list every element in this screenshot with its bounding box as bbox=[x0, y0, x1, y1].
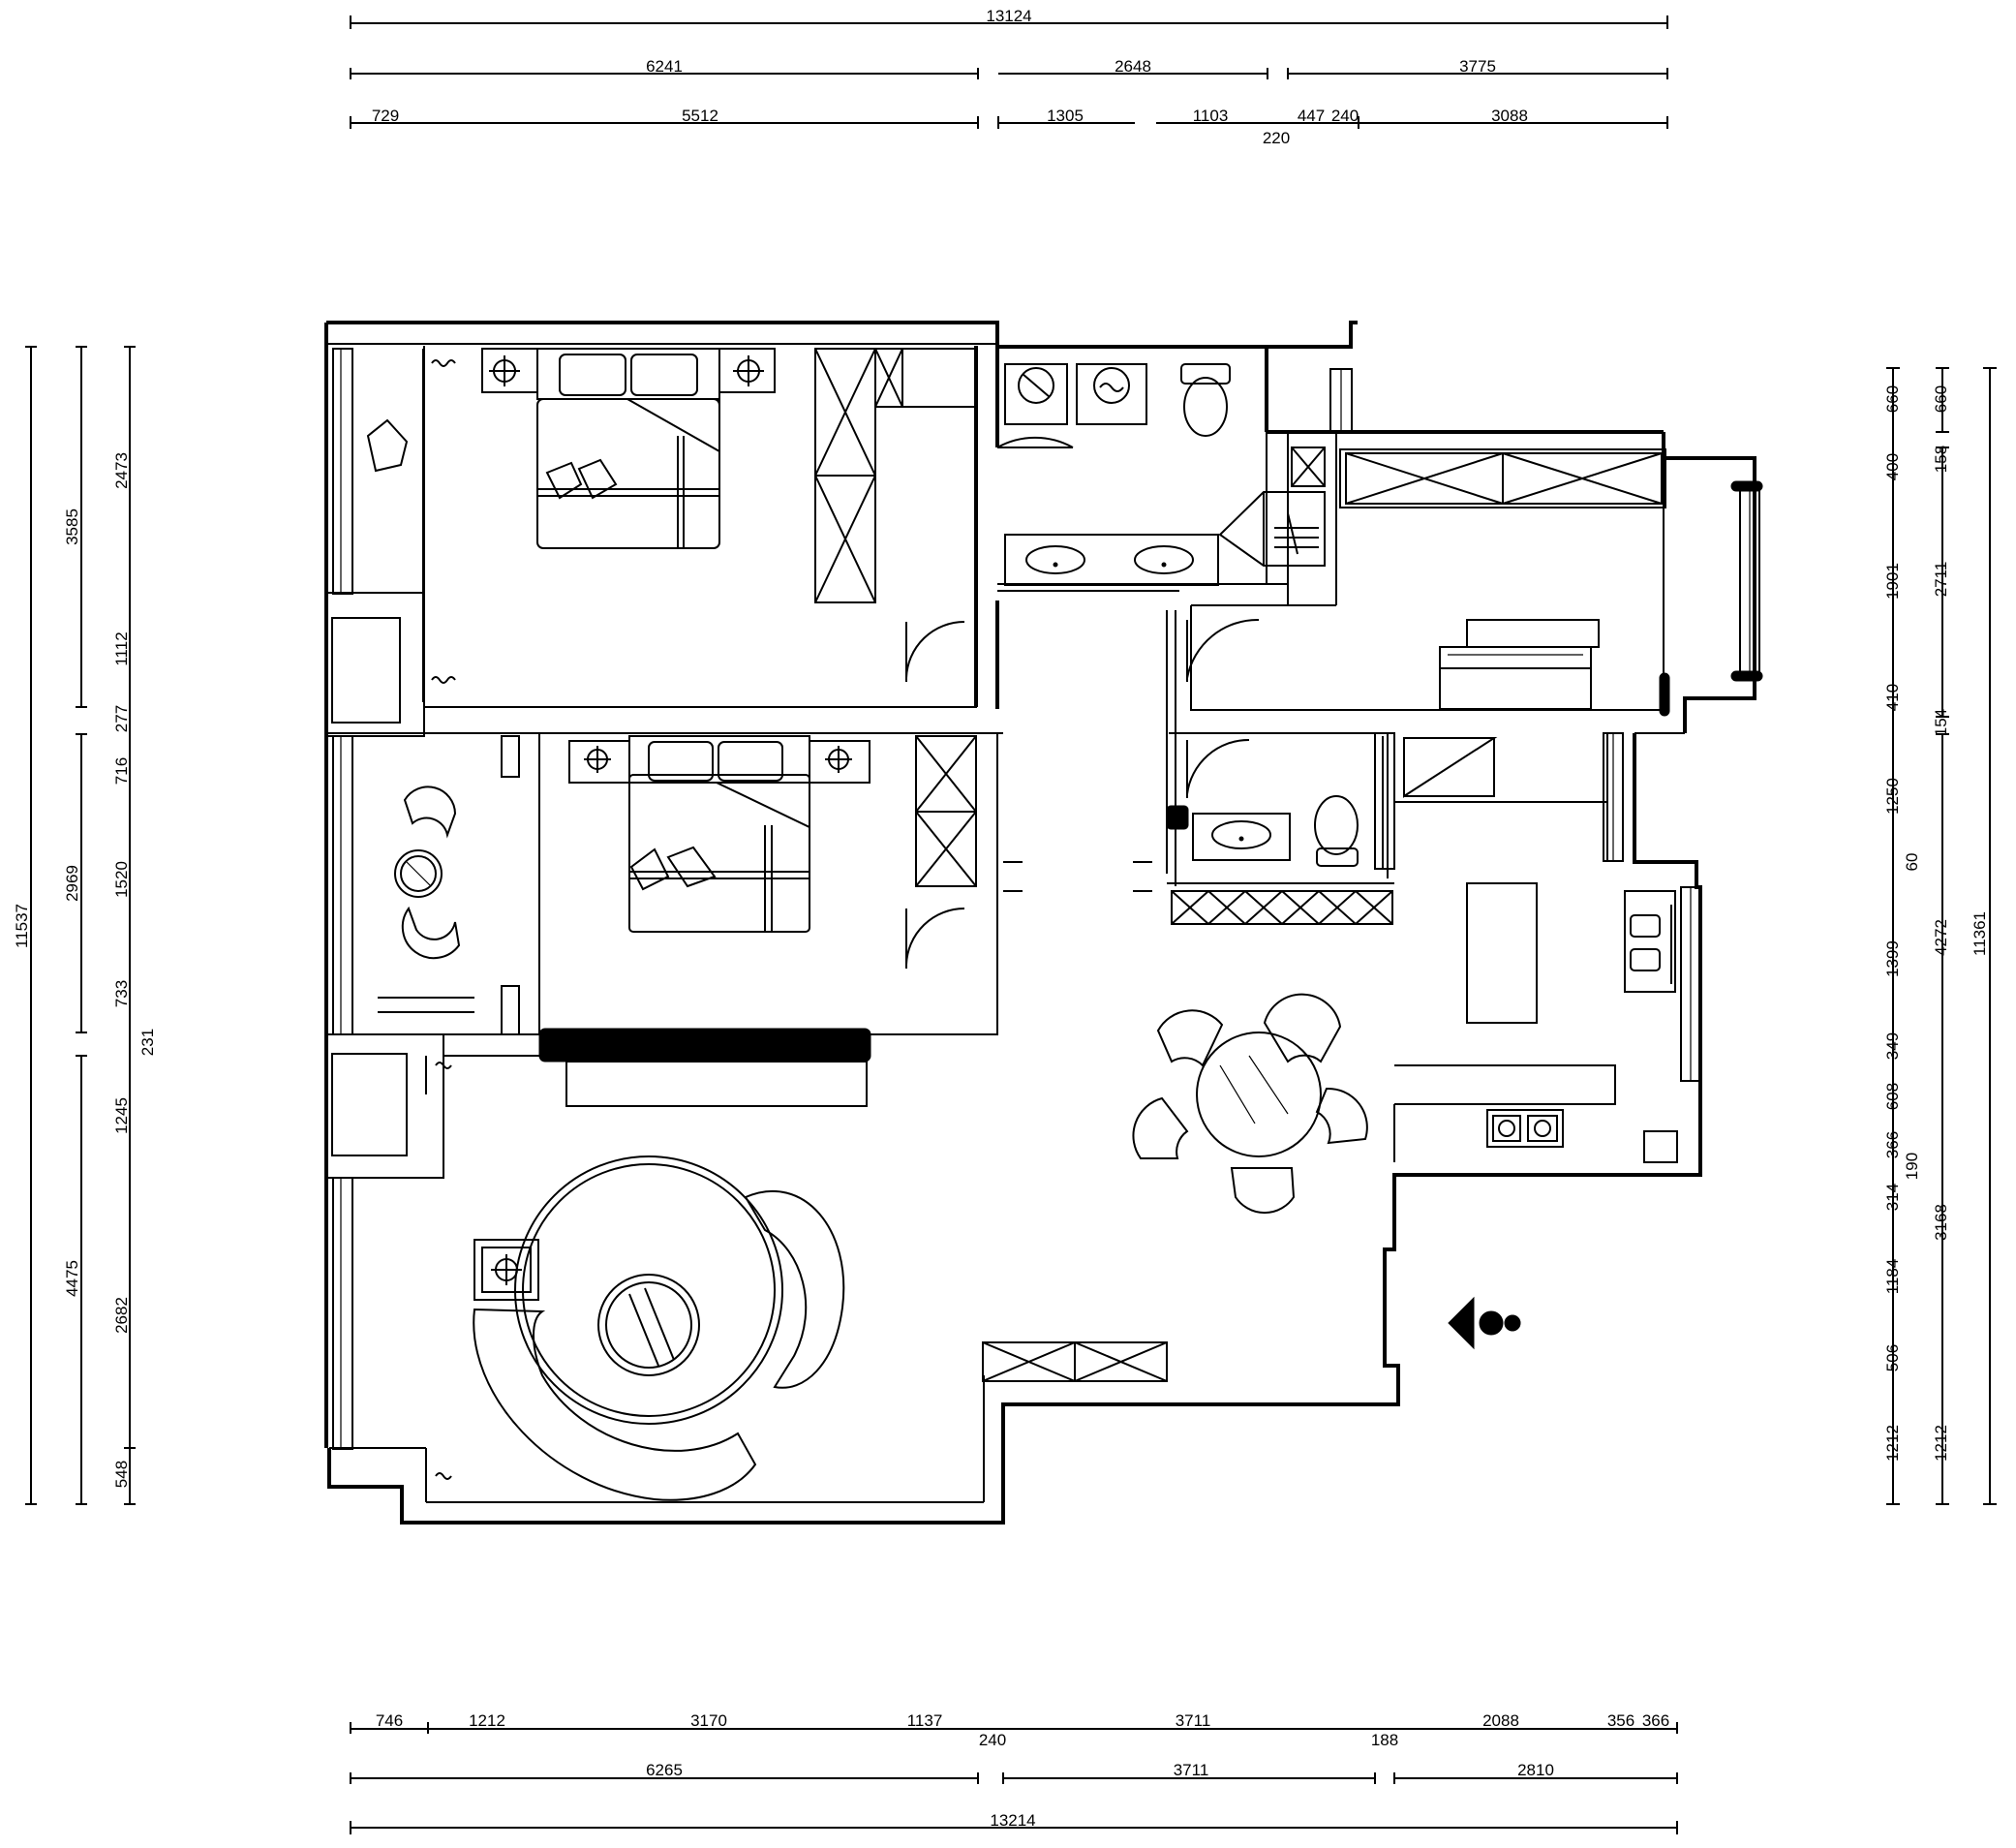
dim-right-660: 660 bbox=[1883, 385, 1902, 413]
dim-bot-3711b: 3711 bbox=[1174, 1761, 1209, 1779]
dim-right2-3168: 3168 bbox=[1932, 1204, 1950, 1241]
dim-top-220: 220 bbox=[1263, 129, 1290, 147]
dim-left-733: 733 bbox=[112, 980, 131, 1007]
dim-left-2473: 2473 bbox=[112, 452, 131, 489]
dim-right-366: 366 bbox=[1883, 1131, 1902, 1158]
dim-bot-1212: 1212 bbox=[469, 1711, 505, 1730]
dim-left-2682: 2682 bbox=[112, 1297, 131, 1334]
dining-set bbox=[1132, 993, 1368, 1215]
dim-right2-660: 660 bbox=[1932, 385, 1950, 413]
dim-right2-190: 190 bbox=[1903, 1153, 1921, 1180]
dim-left-3585: 3585 bbox=[63, 508, 81, 545]
dim-top-overall: 13124 bbox=[986, 7, 1031, 25]
dim-left-1112: 1112 bbox=[112, 631, 131, 665]
dim-right2-60: 60 bbox=[1903, 853, 1921, 872]
dim-right-506: 506 bbox=[1883, 1344, 1902, 1371]
dim-right2-158: 158 bbox=[1932, 446, 1950, 473]
left-dimensions: 11537 3585 2969 4475 2473 1112 277 716 1… bbox=[13, 346, 157, 1505]
dim-bot-366: 366 bbox=[1642, 1711, 1669, 1730]
dim-top-a: 6241 bbox=[646, 57, 683, 76]
dim-right-1212: 1212 bbox=[1883, 1425, 1902, 1462]
dim-right-1901: 1901 bbox=[1883, 563, 1902, 600]
dim-right-overall: 11361 bbox=[1970, 911, 1989, 956]
dim-left-2969: 2969 bbox=[63, 865, 81, 902]
windows bbox=[332, 348, 1763, 1450]
dim-right-400: 400 bbox=[1883, 453, 1902, 480]
dim-top-5512: 5512 bbox=[682, 107, 718, 125]
dim-bot-2088: 2088 bbox=[1482, 1711, 1519, 1730]
dim-left-548: 548 bbox=[112, 1461, 131, 1488]
dim-bot-746: 746 bbox=[376, 1711, 403, 1730]
north-arrow-icon bbox=[1448, 1296, 1521, 1350]
dim-top-b: 2648 bbox=[1115, 57, 1151, 76]
living-room bbox=[425, 1056, 1168, 1501]
dim-bot-356: 356 bbox=[1607, 1711, 1634, 1730]
dim-bot-2810: 2810 bbox=[1517, 1761, 1554, 1779]
dim-right-1184: 1184 bbox=[1883, 1259, 1902, 1295]
dim-right2-2711: 2711 bbox=[1932, 562, 1950, 598]
dim-right-1399: 1399 bbox=[1883, 940, 1902, 977]
kitchen bbox=[1003, 861, 1678, 1163]
dim-top-447: 447 bbox=[1298, 107, 1325, 125]
dim-top-1103: 1103 bbox=[1193, 107, 1229, 125]
dim-bot-1137: 1137 bbox=[907, 1711, 943, 1730]
main-bathroom bbox=[996, 363, 1326, 586]
dim-bot-188: 188 bbox=[1371, 1731, 1398, 1749]
dim-top-3088: 3088 bbox=[1491, 107, 1528, 125]
dim-right-349: 349 bbox=[1883, 1032, 1902, 1060]
dim-right2-154: 154 bbox=[1932, 709, 1950, 736]
dim-right-314: 314 bbox=[1883, 1184, 1902, 1211]
dim-bot-240: 240 bbox=[979, 1731, 1006, 1749]
dim-top-1305: 1305 bbox=[1047, 107, 1084, 125]
right-dimensions: 660 400 1901 410 1250 1399 349 608 366 3… bbox=[1883, 367, 1997, 1505]
second-bedroom bbox=[378, 735, 977, 1107]
top-dimensions: 13124 6241 2648 3775 729 5512 1305 1103 … bbox=[350, 7, 1668, 147]
second-bathroom bbox=[1166, 732, 1498, 925]
dim-left-716: 716 bbox=[112, 757, 131, 785]
dim-bot-3711: 3711 bbox=[1176, 1711, 1211, 1730]
dim-right-608: 608 bbox=[1883, 1083, 1902, 1110]
dim-right2-4272: 4272 bbox=[1932, 919, 1950, 956]
dim-left-4475: 4475 bbox=[63, 1260, 81, 1297]
bottom-dimensions: 746 1212 3170 1137 3711 2088 356 366 240… bbox=[350, 1711, 1678, 1834]
dim-bot-overall: 13214 bbox=[990, 1811, 1035, 1830]
dim-left-1245: 1245 bbox=[112, 1097, 131, 1134]
dim-right-1250: 1250 bbox=[1883, 778, 1902, 815]
study-room bbox=[1186, 448, 1666, 710]
dim-left-overall: 11537 bbox=[13, 904, 31, 948]
dim-right-410: 410 bbox=[1883, 684, 1902, 711]
dim-left-277: 277 bbox=[112, 705, 131, 732]
dim-left-231: 231 bbox=[138, 1029, 157, 1056]
interior-walls bbox=[326, 346, 1665, 1179]
dim-top-240: 240 bbox=[1331, 107, 1359, 125]
dim-top-729: 729 bbox=[372, 107, 399, 125]
dim-bot-6265: 6265 bbox=[646, 1761, 683, 1779]
dim-left-1520: 1520 bbox=[112, 861, 131, 898]
dim-bot-3170: 3170 bbox=[690, 1711, 727, 1730]
dim-right2-1212: 1212 bbox=[1932, 1425, 1950, 1462]
dim-top-c: 3775 bbox=[1459, 57, 1496, 76]
master-bedroom bbox=[366, 348, 977, 702]
